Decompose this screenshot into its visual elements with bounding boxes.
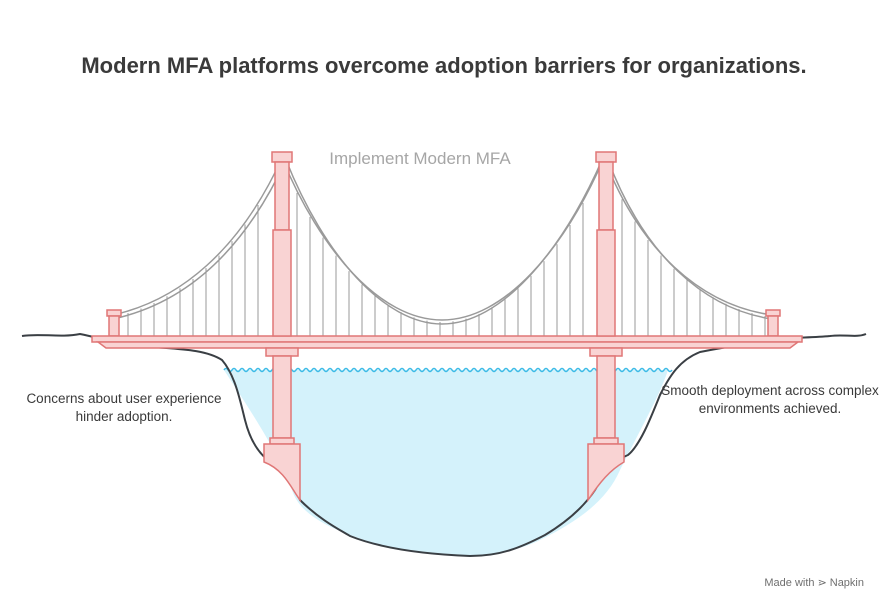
page-title: Modern MFA platforms overcome adoption b… xyxy=(81,53,807,78)
hanger-cables xyxy=(127,192,766,336)
made-with-credit[interactable]: Made with ⋗ Napkin xyxy=(764,576,864,590)
left-bank-label: Concerns about user experience hinder ad… xyxy=(26,391,222,424)
main-cables xyxy=(112,157,773,325)
right-end-pier xyxy=(765,309,781,337)
credit-brand: Napkin xyxy=(829,576,864,589)
left-tower xyxy=(263,151,301,503)
canyon-outline xyxy=(21,332,867,558)
right-bank-label: Smooth deployment across complex environ… xyxy=(661,383,879,416)
road-deck xyxy=(91,335,803,349)
credit-prefix: Made with xyxy=(764,576,815,589)
bridge-label: Implement Modern MFA xyxy=(329,149,511,168)
right-tower xyxy=(587,151,625,503)
water-basin xyxy=(224,370,668,556)
napkin-logo-icon: ⋗ xyxy=(817,577,827,589)
left-end-pier xyxy=(106,309,122,337)
